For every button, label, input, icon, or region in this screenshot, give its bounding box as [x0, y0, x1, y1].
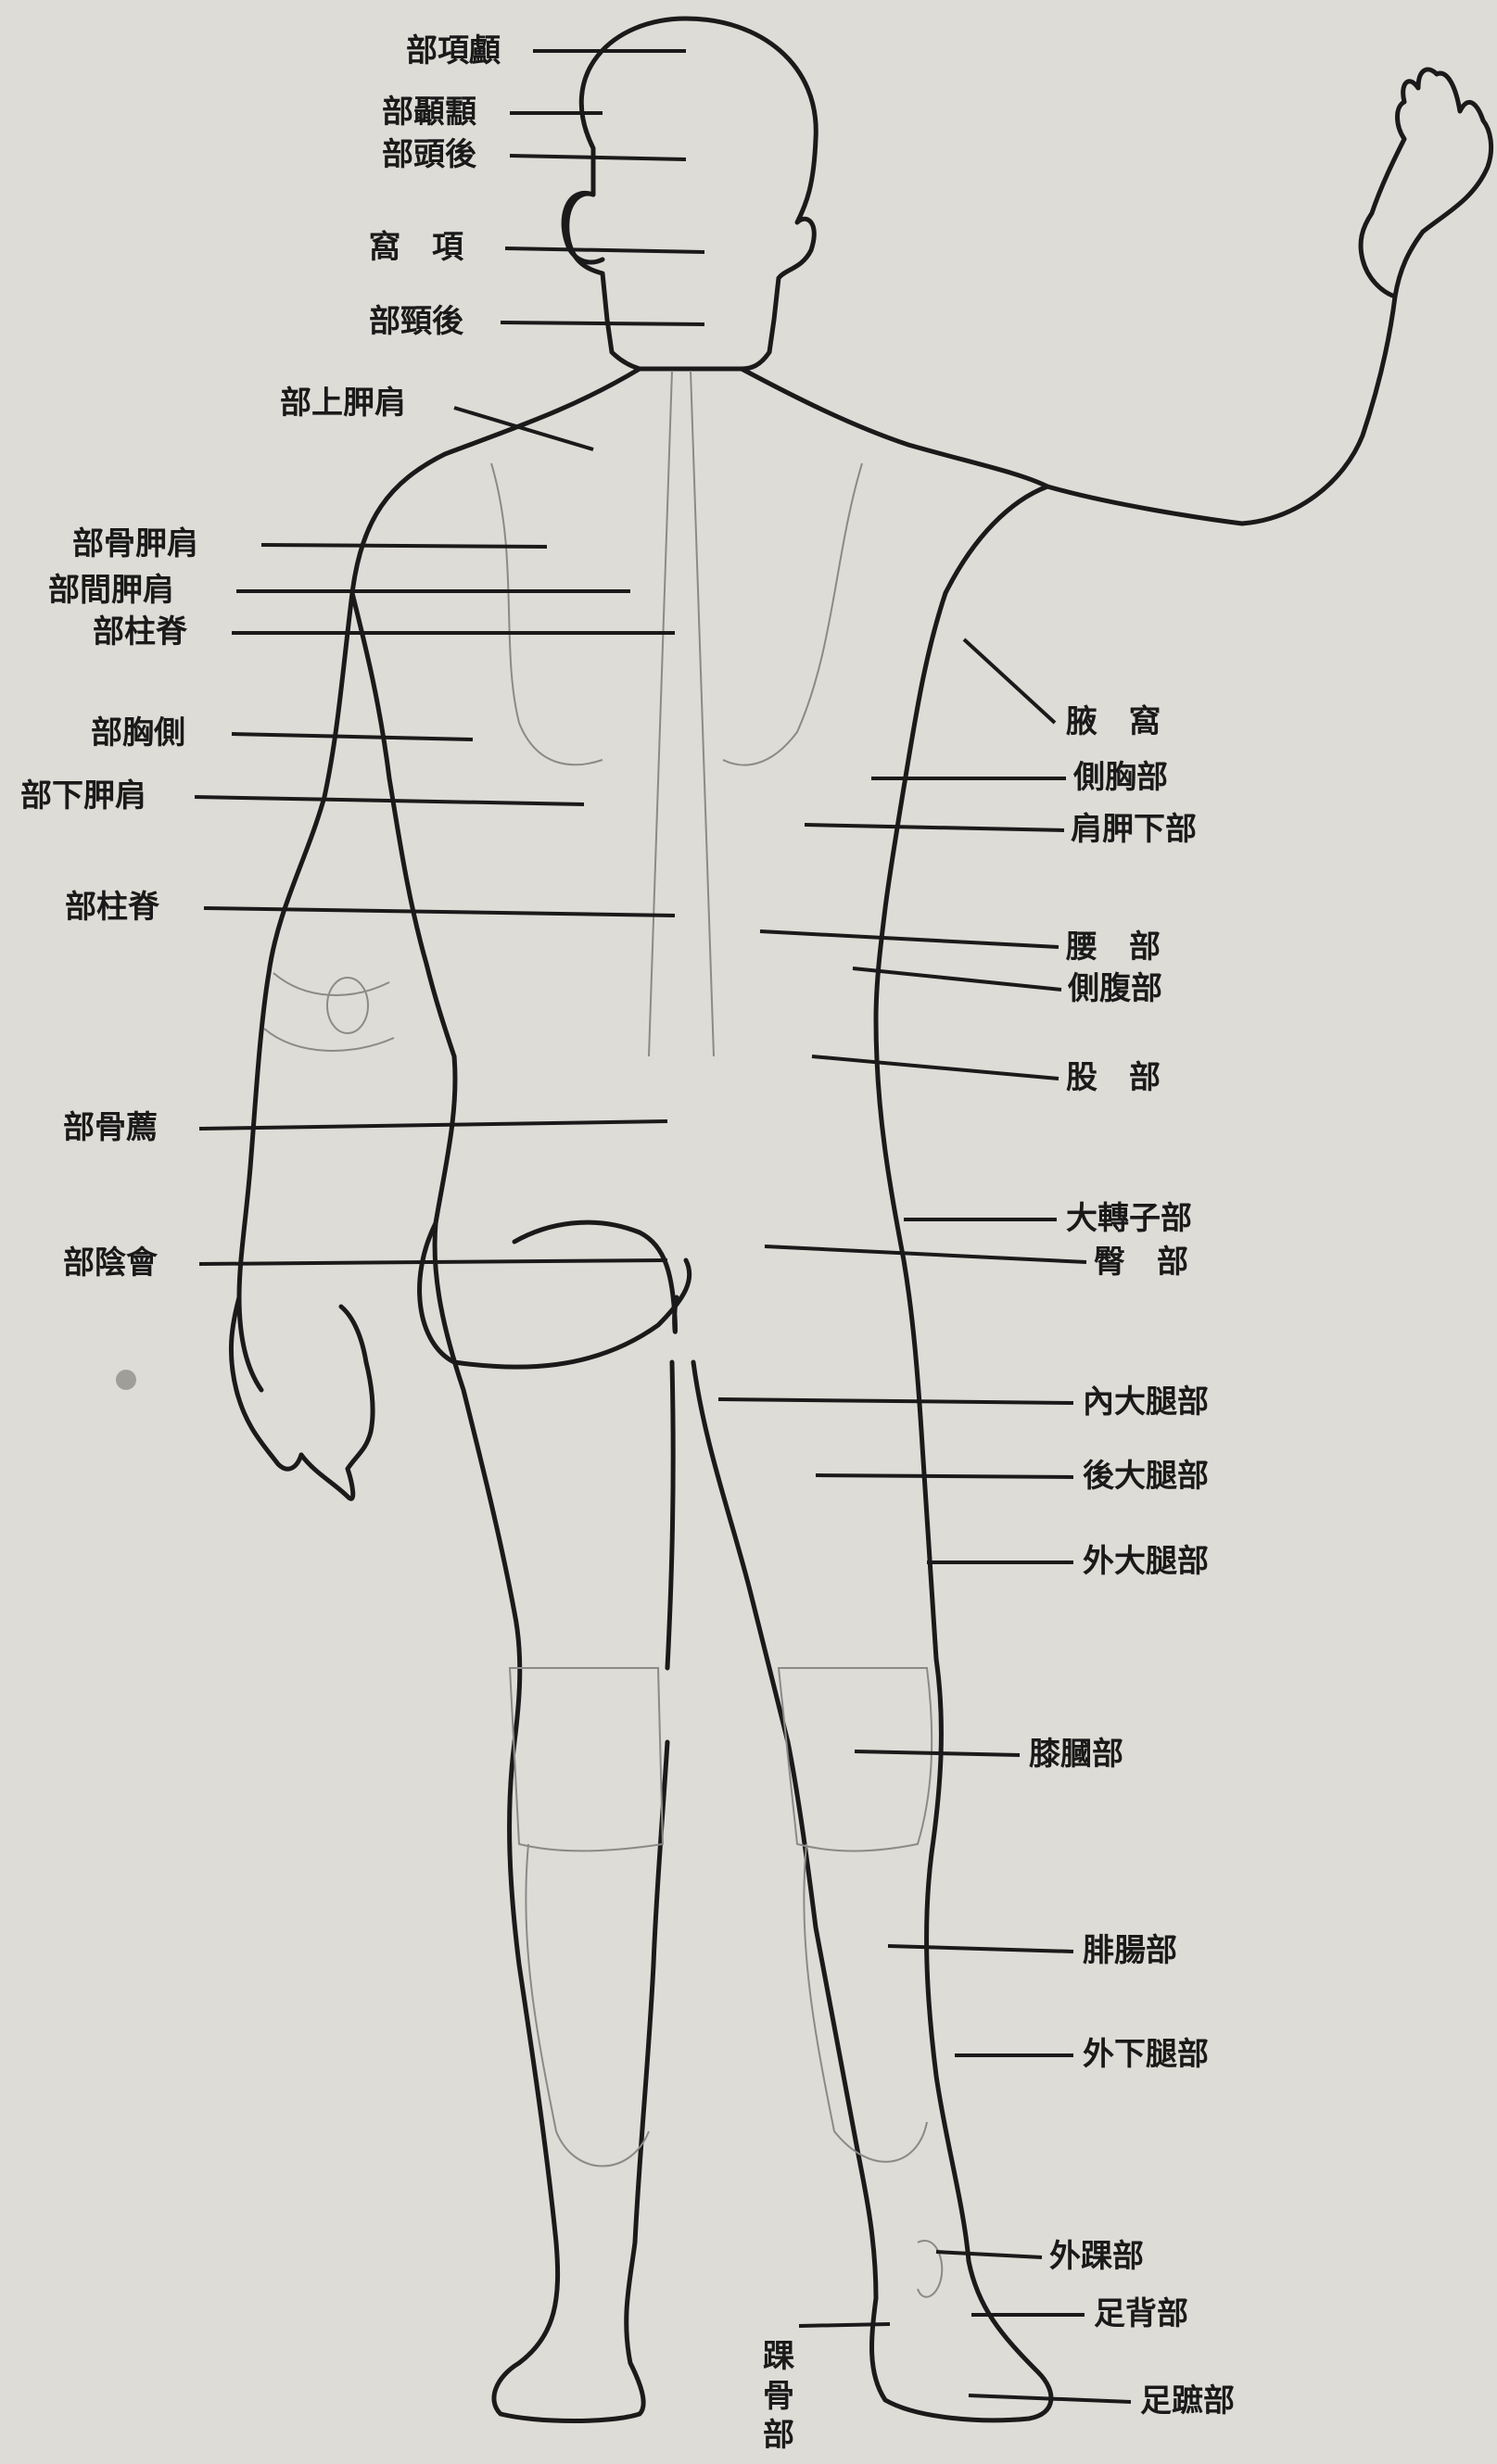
buttocks-outline [420, 1223, 690, 1367]
label-spinal-lower: 部柱脊 [65, 891, 159, 923]
leader-line-lateral-malleolus [936, 2252, 1042, 2257]
leader-line-posterior-thigh [816, 1475, 1073, 1477]
leader-line-calf [888, 1946, 1073, 1952]
label-sole: 足蹠部 [1140, 2385, 1235, 2417]
label-infrascapular-right: 肩胛下部 [1071, 814, 1197, 845]
ink-smudge [116, 1370, 136, 1390]
label-nape-fossa: 窩 項 [369, 232, 463, 263]
right-torso-outline [876, 593, 945, 1659]
label-temporal: 部顳顬 [382, 96, 476, 128]
left-elbow-marker [327, 978, 368, 1033]
leader-line-nape-fossa [505, 248, 704, 252]
leader-line-back-of-neck [501, 322, 704, 324]
leader-line-scapular [261, 545, 547, 547]
label-posterior-thigh: 後大腿部 [1083, 1460, 1209, 1492]
label-inner-thigh: 內大腿部 [1083, 1386, 1209, 1418]
right-leg-outer [788, 1659, 1051, 2420]
label-outer-thigh: 外大腿部 [1083, 1546, 1209, 1577]
label-perineal: 部陰會 [63, 1247, 158, 1279]
left-shoulder-arm-outline [239, 369, 640, 1390]
label-dorsum-foot: 足背部 [1094, 2298, 1188, 2330]
left-forearm-inner [352, 593, 454, 1056]
scapula-right [723, 463, 862, 765]
right-arm-outer [1395, 120, 1491, 297]
leader-line-axillary-fossa [964, 639, 1055, 723]
right-hand [1361, 69, 1483, 297]
leader-line-perineal [199, 1260, 667, 1264]
label-crown: 部項顱 [406, 35, 501, 67]
right-leg-inner [693, 1362, 788, 1742]
lower-leg-left [526, 1844, 649, 2167]
left-leg-inner [667, 1362, 673, 1668]
label-gluteal: 臀 部 [1094, 1246, 1188, 1278]
label-lateral-malleolus: 外踝部 [1049, 2241, 1144, 2272]
label-lateral-chest-right: 側胸部 [1073, 762, 1168, 793]
scapula-left [491, 463, 603, 764]
label-axillary-fossa: 腋 窩 [1066, 706, 1161, 738]
label-calf: 腓腸部 [1083, 1935, 1177, 1966]
leader-line-gluteal [765, 1246, 1086, 1262]
ankle-marker-right [918, 2241, 942, 2297]
label-occipital: 部頭後 [382, 139, 476, 171]
label-interscapular: 部間胛肩 [48, 575, 174, 606]
label-greater-trochanter: 大轉子部 [1066, 1203, 1192, 1234]
label-lateral-abdomen: 側腹部 [1068, 973, 1162, 1005]
leader-line-popliteal [855, 1751, 1020, 1755]
leader-line-spinal-lower [204, 908, 675, 916]
knee-left [510, 1668, 663, 1851]
leader-line-lateral-abdomen [853, 968, 1061, 990]
label-heel: 踝骨部 [760, 2337, 797, 2456]
left-arm-band [264, 973, 394, 1051]
leader-line-sacral [199, 1121, 667, 1129]
label-infrascapular-left: 部下胛肩 [20, 780, 146, 812]
label-hip: 股 部 [1066, 1062, 1161, 1093]
label-back-of-neck: 部頸後 [369, 306, 463, 337]
buttocks-left [514, 1222, 677, 1332]
leader-line-infrascapular-right [805, 825, 1064, 830]
leader-line-occipital [510, 156, 686, 159]
label-sacral: 部骨薦 [63, 1112, 158, 1144]
leader-line-infrascapular-left [195, 797, 584, 804]
leader-line-lumbar [760, 931, 1059, 947]
right-shoulder-outline [742, 297, 1395, 524]
leader-line-lateral-chest-left [232, 734, 473, 739]
leader-line-heel [799, 2324, 890, 2326]
label-lateral-chest-left: 部胸側 [91, 717, 185, 749]
label-spinal-upper: 部柱脊 [93, 616, 187, 648]
head-outline [567, 19, 816, 369]
right-arm-inner [945, 486, 1047, 593]
spine-line [691, 371, 714, 1056]
label-popliteal: 膝膕部 [1029, 1738, 1123, 1770]
lower-leg-right [804, 1844, 927, 2162]
left-torso-outline [435, 1056, 520, 1742]
leader-line-hip [812, 1056, 1059, 1079]
label-suprascapular: 部上胛肩 [280, 387, 406, 419]
label-outer-lower-leg: 外下腿部 [1083, 2039, 1209, 2070]
leader-line-inner-thigh [718, 1399, 1073, 1403]
label-lumbar: 腰 部 [1066, 931, 1161, 963]
spine-line-2 [649, 371, 672, 1056]
label-scapular: 部骨胛肩 [72, 528, 198, 560]
left-hand [301, 1307, 373, 1498]
